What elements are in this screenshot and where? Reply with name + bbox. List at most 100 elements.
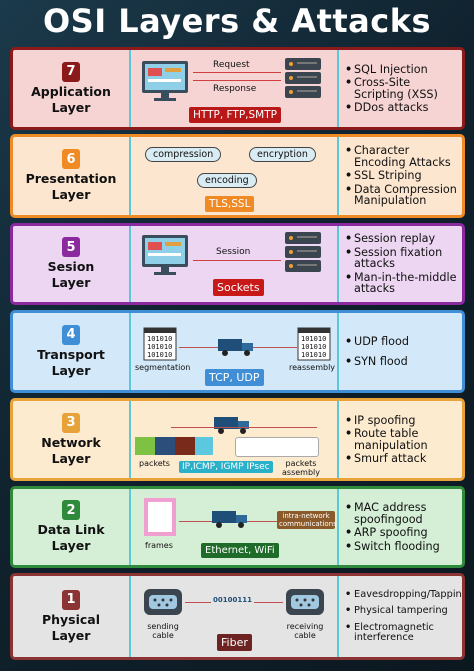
protocols-badge: Sockets <box>213 279 264 296</box>
session-label: Session <box>216 247 251 257</box>
layer-number-badge: 4 <box>62 324 80 345</box>
application-diagram: Request Response HTTP, FTP,SMTP <box>131 50 339 127</box>
attack-item: •Electromagnetic interference <box>345 621 434 643</box>
encoding-pill: encoding <box>197 173 257 188</box>
session-layer-panel: 5 Sesion Layer Session Sockets •Session … <box>10 223 465 305</box>
layer-name: Application Layer <box>31 83 111 115</box>
layer-name: Transport Layer <box>37 346 105 378</box>
monitor-icon <box>141 60 189 106</box>
server-icon <box>283 230 323 278</box>
attack-item: •Data Compression Manipulation <box>345 182 457 208</box>
segmentation-label: segmentation <box>135 363 191 372</box>
packets-label: packets <box>139 459 170 468</box>
reassembly-label: reassembly <box>289 363 336 372</box>
session-line <box>193 260 281 261</box>
physical-layer-panel: 1 Physical Layer sending cable 00100111 … <box>10 573 465 660</box>
attack-item: •SSL Striping <box>345 169 422 183</box>
svg-text:101010: 101010 <box>147 351 172 359</box>
layer-number-badge: 5 <box>62 237 80 257</box>
sending-cable-label: sending cable <box>147 622 179 640</box>
attack-item: •Smurf attack <box>345 452 427 465</box>
layer-name: Physical Layer <box>41 611 101 643</box>
attack-item: •Switch flooding <box>345 539 440 553</box>
network-layer-label: 3 Network Layer <box>13 401 131 478</box>
bits-label: 00100111 <box>211 596 254 604</box>
presentation-layer-panel: 6 Presentation Layer compression encrypt… <box>10 134 465 218</box>
layer-name: Presentation Layer <box>25 171 117 202</box>
presentation-layer-label: 6 Presentation Layer <box>13 137 131 215</box>
layer-name: Sesion Layer <box>47 259 95 290</box>
attacks-list: •Character Encoding Attacks •SSL Stripin… <box>339 137 462 215</box>
response-arrow <box>193 80 281 81</box>
layer-number-badge: 1 <box>62 589 80 610</box>
session-layer-label: 5 Sesion Layer <box>13 226 131 302</box>
attack-item: •Character Encoding Attacks <box>345 144 451 169</box>
svg-text:101010: 101010 <box>301 335 326 343</box>
packets-icon <box>135 435 215 461</box>
attack-item: •MAC address spoofingood <box>345 501 427 526</box>
attack-item: •Eavesdropping/Tapping <box>345 588 465 600</box>
receiving-port-icon <box>285 588 325 620</box>
truck-icon <box>211 509 249 533</box>
request-label: Request <box>213 60 250 70</box>
protocols-badge: Ethernet, WiFi <box>201 543 279 558</box>
attack-item: •SYN flood <box>345 355 408 368</box>
protocols-badge: HTTP, FTP,SMTP <box>189 107 281 123</box>
svg-text:101010: 101010 <box>301 343 326 351</box>
datalink-layer-label: 2 Data Link Layer <box>13 489 131 565</box>
network-layer-panel: 3 Network Layer packets packets assembly… <box>10 398 465 481</box>
attack-item: •SQL Injection <box>345 62 428 76</box>
protocols-badge: IP,ICMP, IGMP IPsec <box>179 461 273 473</box>
presentation-diagram: compression encryption encoding TLS,SSL <box>131 137 339 215</box>
sending-port-icon <box>143 588 183 620</box>
svg-text:101010: 101010 <box>147 343 172 351</box>
layer-number-badge: 3 <box>62 412 80 433</box>
physical-diagram: sending cable 00100111 receiving cable F… <box>131 576 339 657</box>
physical-layer-label: 1 Physical Layer <box>13 576 131 657</box>
packets-assembly-box <box>235 437 319 457</box>
page-title: OSI Layers & Attacks <box>42 2 432 40</box>
frames-label: frames <box>145 541 173 550</box>
protocols-badge: Fiber <box>217 634 252 651</box>
attacks-list: •Session replay •Session fixation attack… <box>339 226 462 302</box>
network-diagram: packets packets assembly IP,ICMP, IGMP I… <box>131 401 339 478</box>
attack-item: •DDos attacks <box>345 101 429 114</box>
attacks-list: •SQL Injection •Cross-Site Scripting (XS… <box>339 50 462 127</box>
receiving-cable-label: receiving cable <box>286 622 324 640</box>
layer-number-badge: 6 <box>62 149 80 169</box>
truck-icon <box>217 337 255 361</box>
attack-item: •Cross-Site Scripting (XSS) <box>345 76 438 101</box>
attacks-list: •IP spoofing •Route table manipulation •… <box>339 401 462 478</box>
server-icon <box>283 56 323 104</box>
attack-item: •Session replay <box>345 232 436 246</box>
intra-network-badge: intra-network communications <box>277 511 337 529</box>
protocols-badge: TLS,SSL <box>205 196 255 212</box>
attacks-list: •MAC address spoofingood •ARP spoofing •… <box>339 489 462 565</box>
transport-layer-label: 4 Transport Layer <box>13 313 131 390</box>
layer-number-badge: 7 <box>62 61 80 82</box>
layer-number-badge: 2 <box>62 500 80 520</box>
attack-item: •UDP flood <box>345 334 409 348</box>
protocols-badge: TCP, UDP <box>205 369 264 386</box>
attacks-list: •UDP flood •SYN flood <box>339 313 462 390</box>
attack-item: •Man-in-the-middle attacks <box>345 270 457 296</box>
attack-item: •Route table manipulation <box>345 427 428 452</box>
svg-text:101010: 101010 <box>301 351 326 359</box>
request-arrow <box>193 72 281 73</box>
layer-name: Network Layer <box>41 434 101 466</box>
network-line <box>171 427 317 428</box>
encryption-pill: encryption <box>249 147 316 162</box>
packets-assembly-label: packets assembly <box>282 459 320 477</box>
attack-item: •Session fixation attacks <box>345 245 443 271</box>
attack-item: •ARP spoofing <box>345 526 428 539</box>
svg-text:101010: 101010 <box>147 335 172 343</box>
datalink-layer-panel: 2 Data Link Layer frames intra-network c… <box>10 486 465 568</box>
monitor-icon <box>141 234 189 280</box>
response-label: Response <box>213 84 257 94</box>
attacks-list: •Eavesdropping/Tapping •Physical tamperi… <box>339 576 462 657</box>
attack-item: •IP spoofing <box>345 413 416 427</box>
